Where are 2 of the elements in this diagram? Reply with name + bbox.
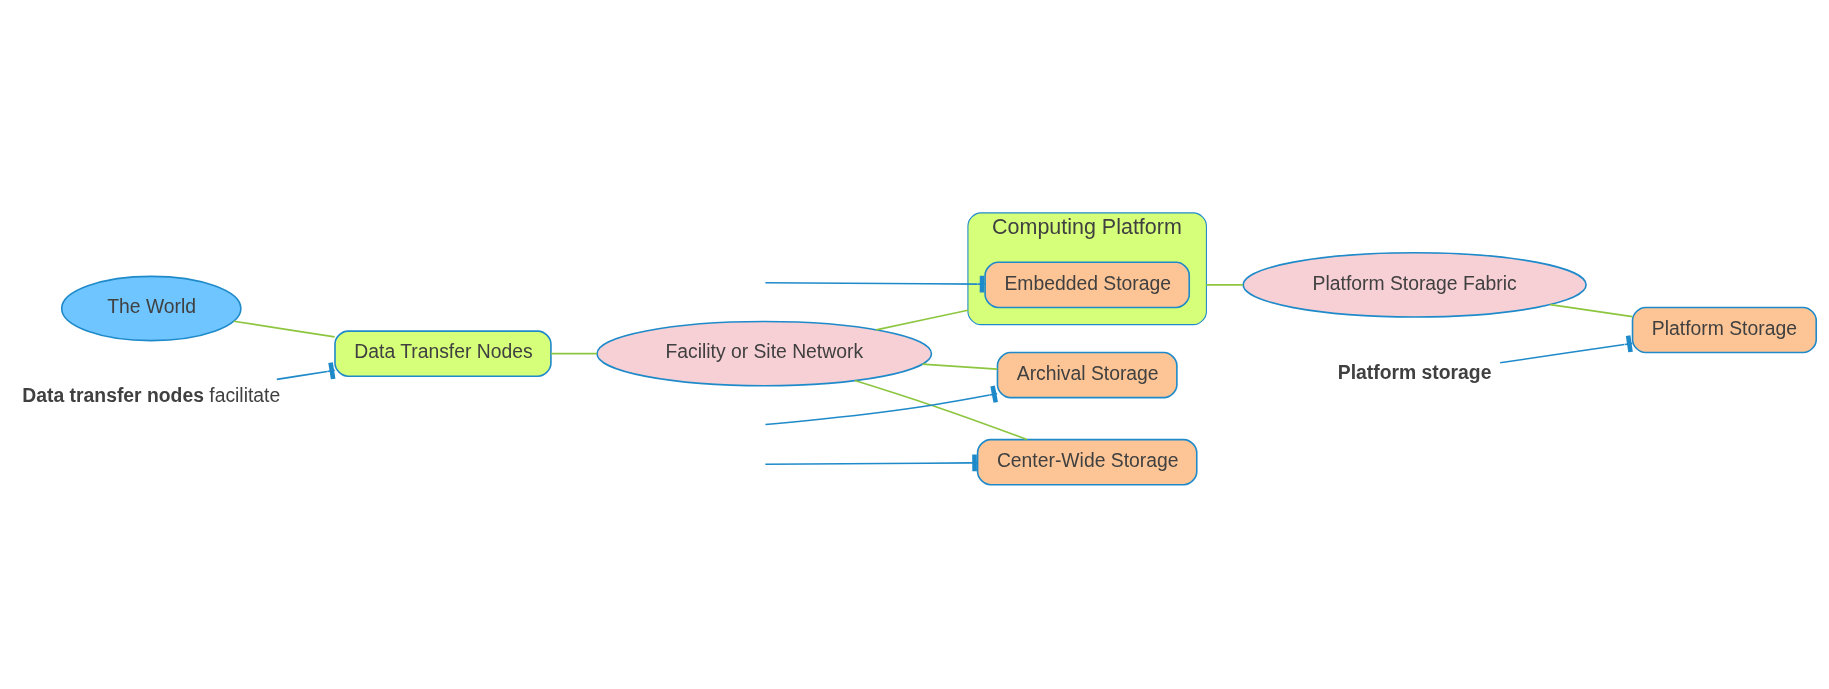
- node-text: Platform storage: [1337, 361, 1491, 383]
- node-text: Data transfer nodes facilitate: [21, 385, 280, 407]
